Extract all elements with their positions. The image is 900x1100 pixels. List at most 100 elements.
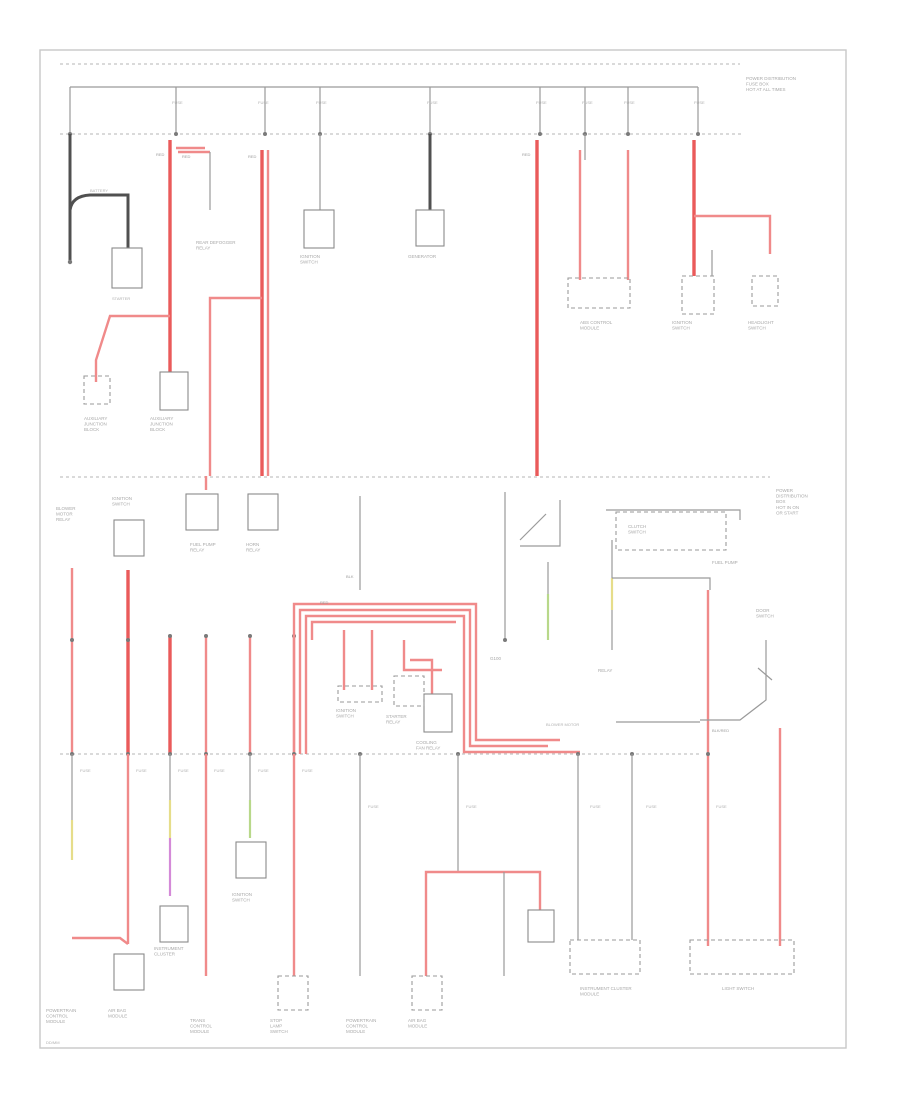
fuel-pump-relay [185,493,219,531]
svg-text:FUSE: FUSE [214,768,225,773]
top-bus-drops [69,87,699,134]
svg-text:FUSE: FUSE [536,100,547,105]
svg-text:FUSE: FUSE [80,768,91,773]
generator-label: GENERATOR [408,254,437,259]
svg-text:FUSE: FUSE [178,768,189,773]
svg-text:FUSE: FUSE [172,100,183,105]
bottom-comp-7 [569,939,641,975]
svg-text:RELAY: RELAY [598,668,612,673]
svg-text:LIGHT SWITCH: LIGHT SWITCH [722,986,754,991]
svg-text:RED: RED [248,154,257,159]
bottom-comp-2 [159,905,189,943]
bottom-wires [70,754,633,976]
ign-run-switch-box [337,685,383,703]
svg-text:FUSE: FUSE [302,768,313,773]
aux-junction-left-box [83,375,111,405]
fan-relay-box [423,693,453,733]
center-harness: BLK RED [292,496,580,754]
generator-branch: GENERATOR [408,134,445,259]
svg-text:FUSE: FUSE [646,804,657,809]
bottom-comp-5 [411,975,443,1011]
svg-text:FUSE: FUSE [258,100,269,105]
battery-label: BATTERY [90,188,108,193]
svg-text:FUSE: FUSE [582,100,593,105]
svg-text:FUSE: FUSE [590,804,601,809]
svg-text:RED: RED [320,600,329,605]
bottom-comp-8 [689,939,795,975]
aux-junction-right-box [159,371,189,411]
start-relay-box [393,675,425,707]
svg-text:FUSE: FUSE [694,100,705,105]
svg-text:BLK/RED: BLK/RED [712,728,729,733]
svg-text:FUSE: FUSE [716,804,727,809]
abs-module-box [567,277,631,309]
battery-branch: STARTER BATTERY [67,134,143,301]
svg-text:RED: RED [522,152,531,157]
page-reference: DD/MM [46,1040,60,1045]
bottom-comp-3 [235,841,267,879]
starter-component [111,247,143,289]
ign-switch-right-box [681,275,715,315]
horn-relay [247,493,279,531]
svg-text:BLOWER MOTOR: BLOWER MOTOR [546,722,579,727]
generator-box [415,209,445,247]
bottom-comp-1 [113,953,145,991]
center-red-feed: RED [522,140,539,476]
svg-text:FUSE: FUSE [316,100,327,105]
svg-text:FUEL PUMP: FUEL PUMP [712,560,738,565]
mid-relay-a [113,519,145,557]
bottom-comp-4 [277,975,309,1011]
svg-text:FUSE: FUSE [427,100,438,105]
top-fuse-labels: FUSE FUSE FUSE FUSE FUSE FUSE FUSE FUSE [172,100,705,105]
svg-text:G100: G100 [490,656,502,661]
svg-text:RED: RED [182,154,191,159]
svg-text:FUSE: FUSE [466,804,477,809]
svg-text:BLK: BLK [346,574,354,579]
clutch-switch-box [615,511,727,551]
bottom-fuse-labels: FUSE FUSE FUSE FUSE FUSE FUSE FUSE FUSE … [80,768,727,809]
ign-switch-top-box [303,209,335,249]
diagram-frame [39,49,847,1049]
headlamp-switch-box [751,275,779,307]
svg-text:FUSE: FUSE [258,768,269,773]
